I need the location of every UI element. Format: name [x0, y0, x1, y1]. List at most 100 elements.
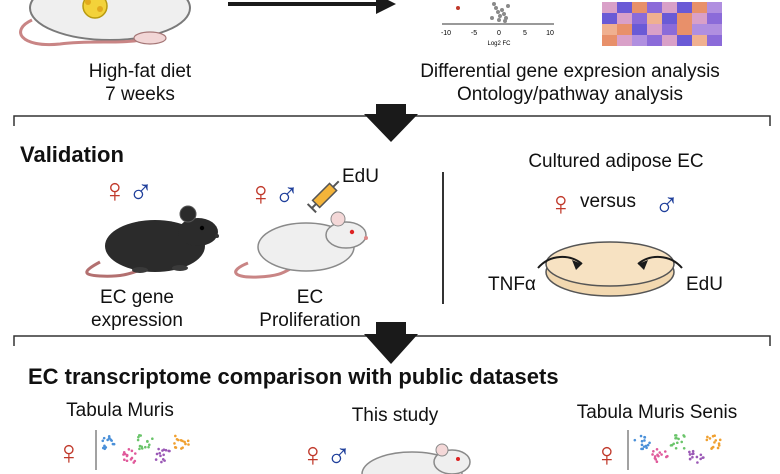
- tsne-point: [104, 446, 108, 449]
- heatmap-cell: [647, 2, 662, 13]
- heatmap-cell: [677, 35, 692, 46]
- tsne-point: [151, 437, 154, 441]
- tsne-point: [717, 442, 721, 445]
- female-symbol-icon: ♀: [102, 172, 128, 210]
- tsne-point: [705, 438, 709, 442]
- tsne-point: [713, 441, 716, 444]
- tsne-point: [187, 443, 190, 446]
- tsne-point: [682, 434, 685, 437]
- female-symbol-icon: ♀: [56, 434, 82, 472]
- comparison-heading: EC transcriptome comparison with public …: [28, 364, 559, 389]
- heatmap-cell: [707, 2, 722, 13]
- heatmap-cell: [692, 2, 707, 13]
- analysis-caption-line1: Differential gene expresion analysis: [420, 61, 720, 82]
- tsne-point: [713, 434, 716, 438]
- tabula-muris-title: Tabula Muris: [66, 400, 174, 421]
- proliferation-caption: EC Proliferation: [235, 286, 385, 332]
- tsne-point: [147, 445, 150, 449]
- tsne-point: [677, 437, 680, 441]
- cultured-title: Cultured adipose EC: [528, 151, 704, 172]
- tsne-point: [157, 447, 160, 451]
- tnf-label: TNFα: [488, 274, 536, 295]
- tsne-point: [146, 440, 149, 443]
- tsne-point: [138, 447, 141, 451]
- tsne-point: [184, 442, 187, 446]
- heatmap-cell: [632, 2, 647, 13]
- heatmap-cell: [677, 24, 692, 35]
- petri-dish-icon: [537, 241, 683, 297]
- diet-caption: High-fat diet 7 weeks: [40, 60, 240, 106]
- white-mouse-icon: [361, 443, 471, 474]
- tsne-point: [657, 454, 660, 458]
- male-symbol-icon: ♂: [274, 175, 300, 213]
- tsne-point: [692, 452, 695, 455]
- heatmap-cell: [677, 13, 692, 24]
- tsne-point: [140, 445, 143, 448]
- heatmap-cell: [632, 35, 647, 46]
- heatmap-cell: [677, 2, 692, 13]
- tsne-point: [660, 453, 663, 456]
- tsne-point: [129, 458, 133, 461]
- tsne-point: [691, 449, 695, 453]
- heatmap-cell: [707, 13, 722, 24]
- tsne-point: [716, 446, 720, 450]
- heatmap-cell: [707, 35, 722, 46]
- analysis-caption-line2: Ontology/pathway analysis: [456, 84, 683, 105]
- edu-dish-label: EdU: [686, 274, 723, 295]
- tsne-point: [180, 447, 183, 450]
- bracket-divider-1: [13, 104, 771, 142]
- bracket-divider-2: [13, 322, 771, 364]
- tsne-point: [174, 446, 178, 449]
- tsne-point: [643, 439, 646, 442]
- tsne-point: [682, 446, 686, 450]
- tsne-point: [136, 438, 140, 442]
- heatmap-cell: [662, 35, 677, 46]
- gene-caption-line2: expression: [91, 310, 183, 331]
- tsne-point: [160, 460, 163, 464]
- tsne-point: [702, 456, 705, 459]
- tsne-point: [148, 443, 151, 447]
- tsne-point: [718, 438, 722, 442]
- tsne-plot-icon: [627, 430, 722, 470]
- heatmap-cell: [692, 35, 707, 46]
- heatmap-cell: [632, 13, 647, 24]
- white-mouse-icon: [234, 211, 368, 279]
- female-symbol-icon: ♀: [300, 436, 326, 474]
- tsne-point: [675, 441, 679, 445]
- tsne-point: [154, 458, 158, 461]
- section-divider: [442, 172, 444, 304]
- tsne-point: [688, 457, 692, 461]
- tsne-point: [125, 453, 129, 457]
- heatmap-cell: [632, 24, 647, 35]
- prolif-caption-line1: EC: [296, 287, 324, 308]
- tsne-point: [651, 453, 654, 456]
- tsne-point: [688, 453, 692, 456]
- tsne-point: [101, 446, 105, 450]
- heatmap-cell: [617, 24, 632, 35]
- volcano-tick-4: 10: [546, 30, 554, 37]
- tsne-point: [133, 452, 137, 455]
- tsne-point: [710, 447, 713, 450]
- tsne-point: [101, 439, 105, 443]
- heatmap-cell: [692, 24, 707, 35]
- tsne-point: [158, 451, 161, 455]
- tsne-point: [640, 447, 643, 451]
- versus-label: versus: [580, 191, 636, 212]
- tsne-point: [652, 449, 655, 453]
- tsne-point: [688, 450, 691, 454]
- tsne-point: [123, 458, 126, 462]
- edu-label: EdU: [342, 166, 379, 187]
- tsne-point: [108, 437, 111, 440]
- gene-caption-line1: EC gene: [100, 287, 174, 308]
- tsne-point: [125, 459, 129, 463]
- tsne-point: [706, 435, 709, 439]
- volcano-tick-2: 0: [497, 30, 501, 37]
- tsne-point: [111, 442, 115, 446]
- male-symbol-icon: ♂: [654, 185, 680, 223]
- heatmap-cell: [662, 24, 677, 35]
- tsne-point: [680, 440, 684, 444]
- analysis-caption: Differential gene expresion analysis Ont…: [385, 60, 755, 106]
- tsne-point: [162, 453, 165, 457]
- white-mouse-icon: [19, 0, 191, 47]
- validation-heading: Validation: [20, 142, 124, 167]
